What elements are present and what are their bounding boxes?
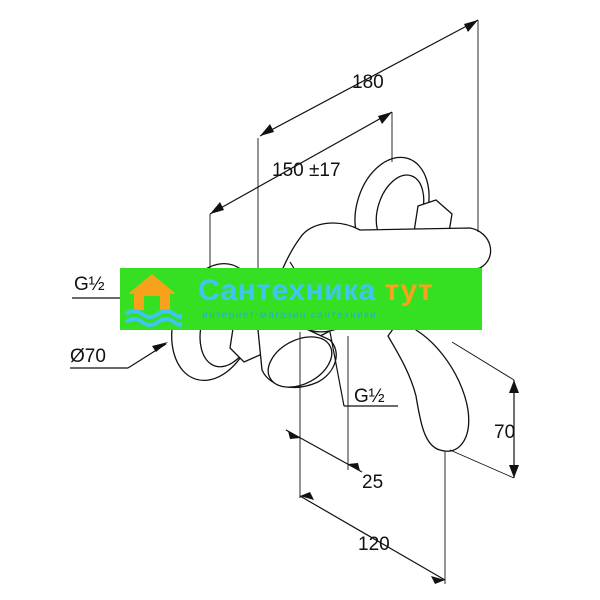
label-center-distance: 150 ±17 — [272, 160, 341, 181]
watermark-subtitle: интернет-магазин сантехники — [202, 310, 377, 321]
lever-handle — [387, 321, 470, 452]
label-thread-bottom: G½ — [354, 386, 385, 407]
leader-g-bottom — [329, 331, 345, 407]
label-offset-25: 25 — [362, 472, 383, 493]
watermark-banner: Сантехника тут интернет-магазин сантехни… — [120, 268, 482, 330]
dimension-lines — [70, 19, 519, 584]
label-thread-left: G½ — [74, 274, 105, 295]
label-depth-120: 120 — [358, 534, 390, 555]
house-logo-icon — [124, 274, 182, 327]
label-overall-length: 180 — [352, 72, 384, 93]
dim-line-180 — [259, 19, 479, 137]
watermark-title-accent: тут — [384, 274, 434, 307]
label-flange-diameter: Ø70 — [70, 346, 106, 367]
dim-line-150 — [209, 111, 393, 215]
extension-lines — [209, 20, 515, 584]
dim-line-120 — [299, 495, 446, 581]
dim-line-25 — [285, 429, 363, 473]
label-height-70: 70 — [494, 422, 515, 443]
watermark-title: Сантехника тут — [198, 274, 433, 308]
watermark-title-main: Сантехника — [198, 274, 376, 307]
